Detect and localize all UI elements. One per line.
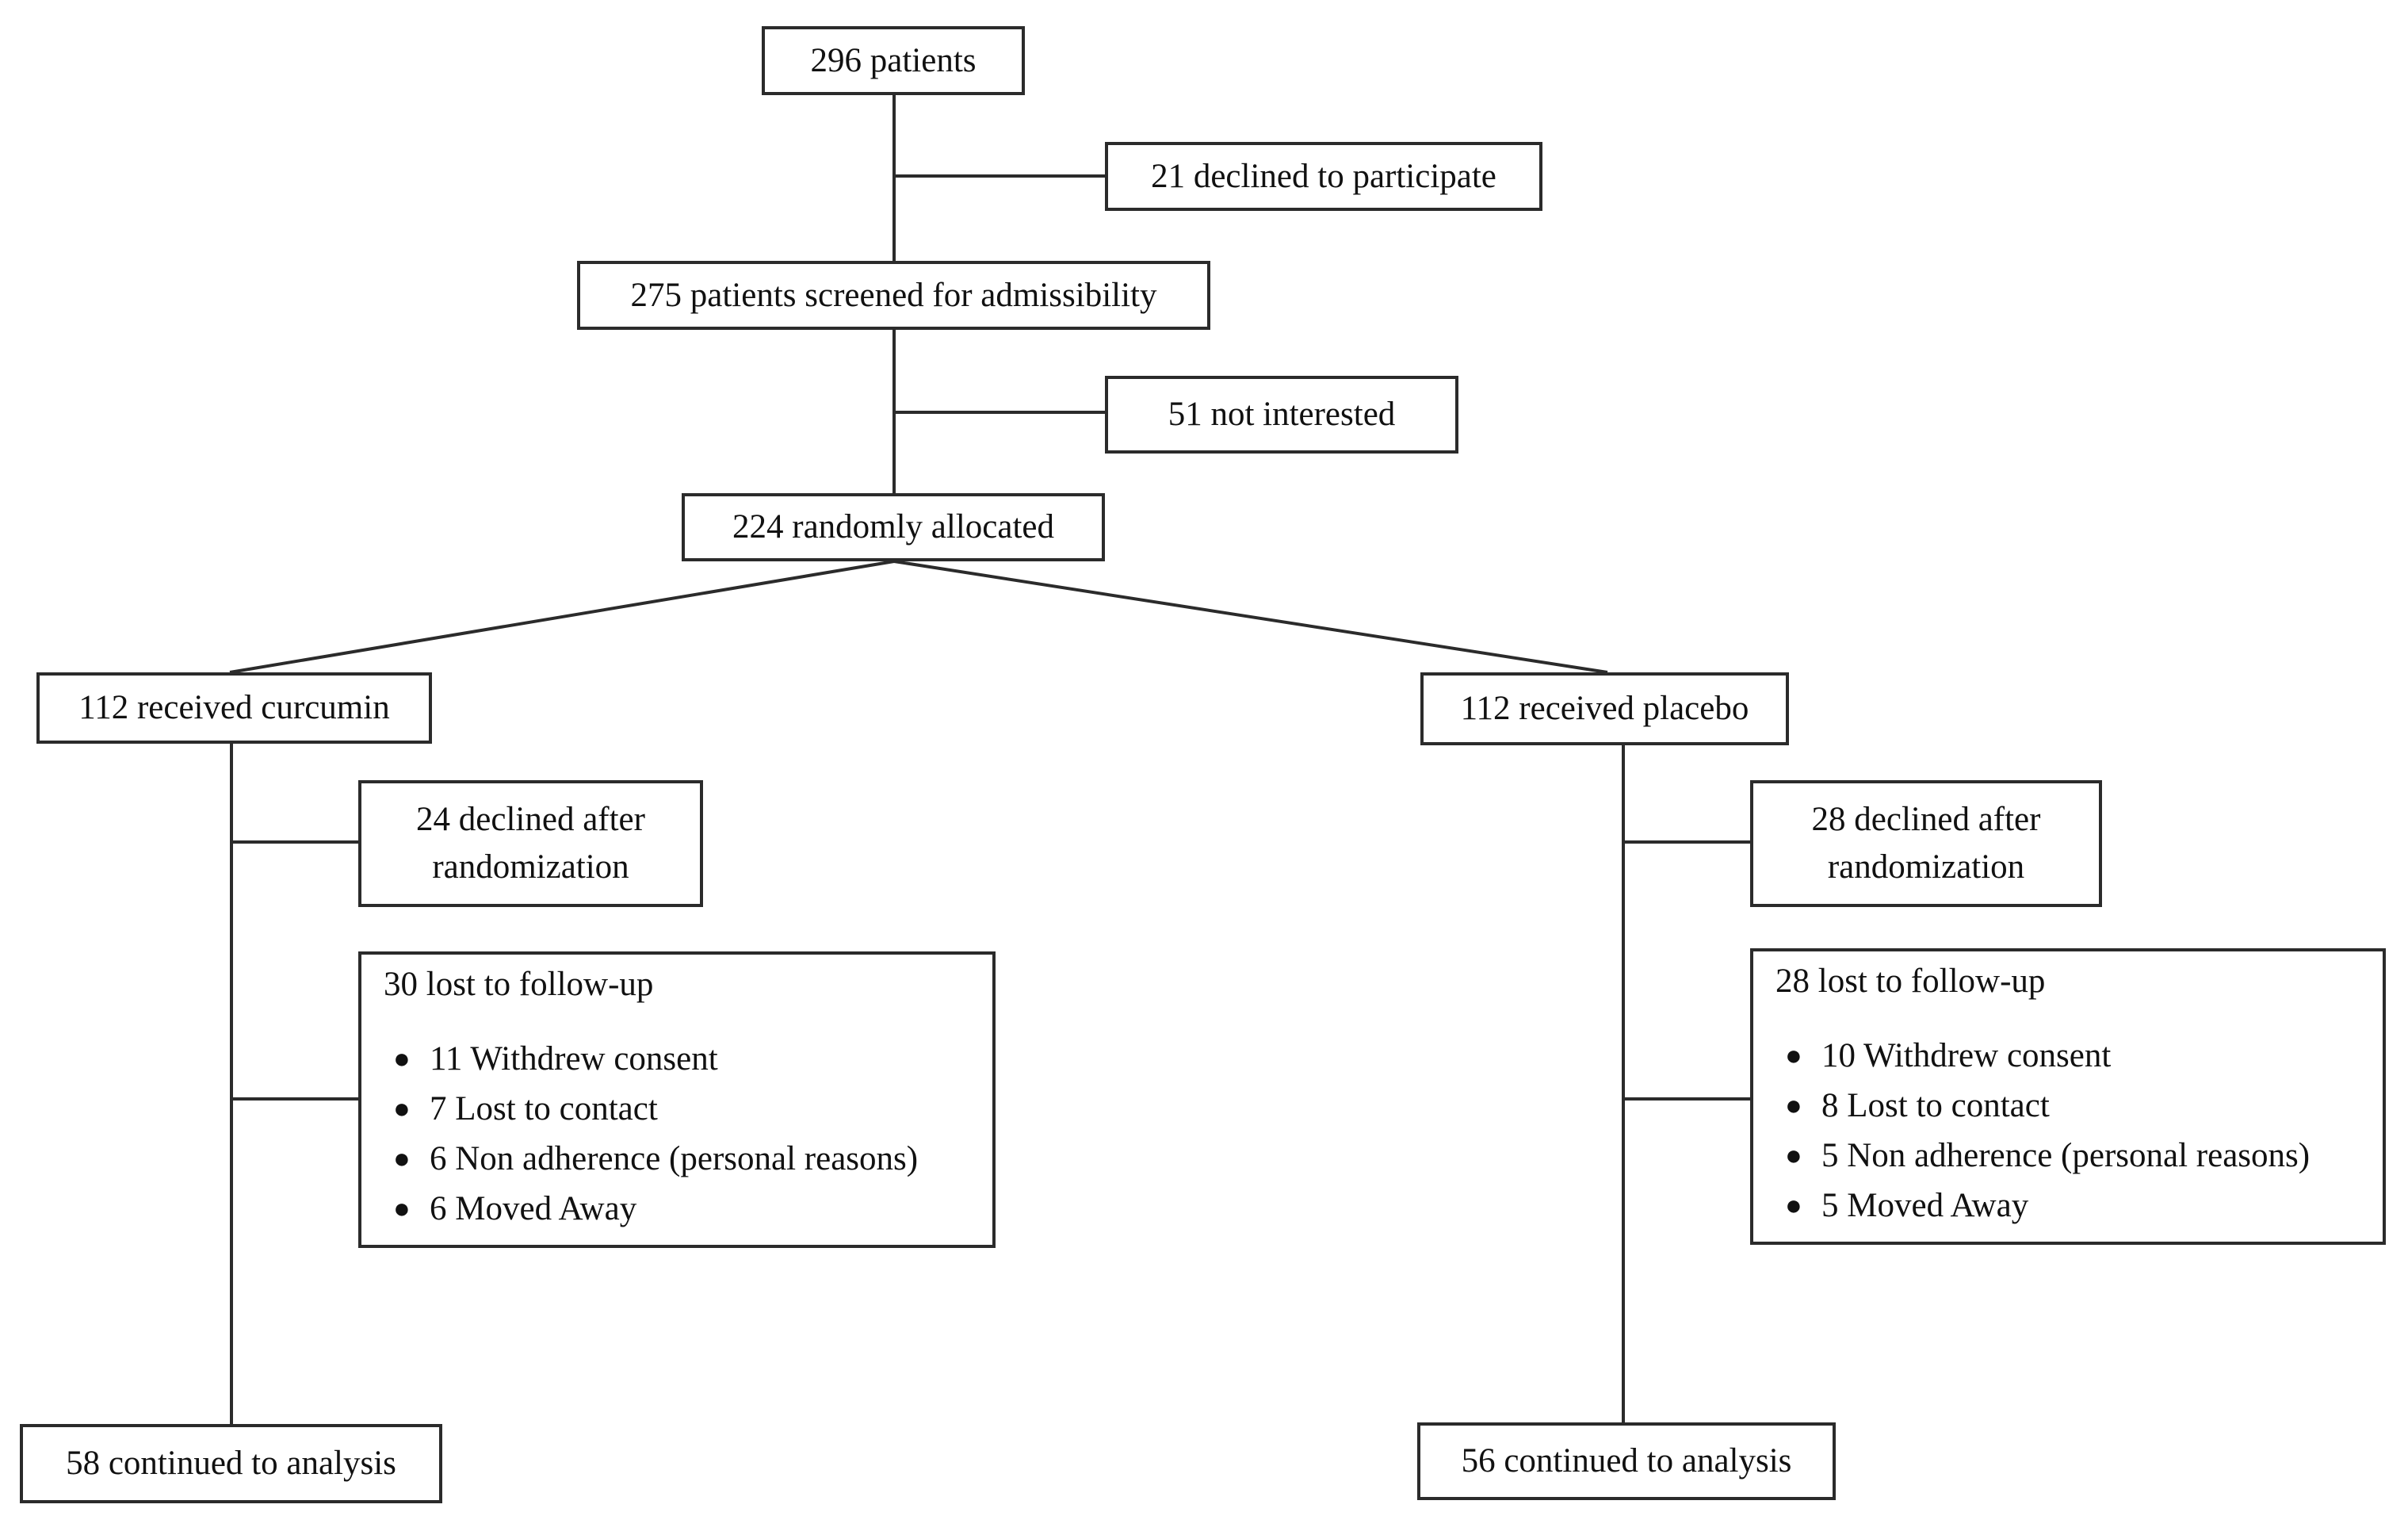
curcumin-declined-box: 24 declined after randomization bbox=[358, 780, 703, 907]
screened-label: 275 patients screened for admissibility bbox=[630, 276, 1157, 314]
curcumin-lost-list: ●11 Withdrew consent ●7 Lost to contact … bbox=[384, 1034, 992, 1234]
curcumin-analysis-label: 58 continued to analysis bbox=[66, 1445, 396, 1482]
placebo-analysis-box: 56 continued to analysis bbox=[1417, 1422, 1836, 1500]
bullet-icon: ● bbox=[393, 1043, 411, 1074]
bullet-icon: ● bbox=[393, 1093, 411, 1124]
placebo-declined-line2: randomization bbox=[1827, 848, 2025, 886]
curcumin-received-box: 112 received curcumin bbox=[36, 672, 432, 744]
list-item: ●7 Lost to contact bbox=[384, 1084, 992, 1134]
placebo-declined-line1: 28 declined after bbox=[1811, 801, 2041, 838]
curcumin-lost-box: 30 lost to follow-up ●11 Withdrew consen… bbox=[358, 951, 996, 1248]
curcumin-lost-header: 30 lost to follow-up bbox=[384, 966, 654, 1003]
total-patients-box: 296 patients bbox=[762, 26, 1025, 95]
list-item: ●6 Moved Away bbox=[384, 1184, 992, 1234]
not-interested-box: 51 not interested bbox=[1105, 376, 1458, 454]
bullet-icon: ● bbox=[1785, 1089, 1802, 1121]
list-item: ●10 Withdrew consent bbox=[1775, 1031, 2383, 1081]
list-item: ●5 Non adherence (personal reasons) bbox=[1775, 1131, 2383, 1181]
connector-allocated-to-placebo bbox=[893, 560, 1608, 674]
list-item: ●11 Withdrew consent bbox=[384, 1034, 992, 1084]
bullet-icon: ● bbox=[393, 1143, 411, 1174]
total-patients-label: 296 patients bbox=[810, 41, 977, 79]
placebo-lost-list: ●10 Withdrew consent ●8 Lost to contact … bbox=[1775, 1031, 2383, 1231]
allocated-box: 224 randomly allocated bbox=[682, 493, 1105, 561]
declined-label: 21 declined to participate bbox=[1151, 157, 1496, 195]
placebo-received-label: 112 received placebo bbox=[1460, 690, 1749, 727]
list-item: ●5 Moved Away bbox=[1775, 1181, 2383, 1231]
placebo-received-box: 112 received placebo bbox=[1420, 672, 1789, 745]
declined-box: 21 declined to participate bbox=[1105, 142, 1542, 211]
placebo-lost-box: 28 lost to follow-up ●10 Withdrew consen… bbox=[1750, 948, 2386, 1245]
placebo-declined-box: 28 declined after randomization bbox=[1750, 780, 2102, 907]
not-interested-label: 51 not interested bbox=[1168, 396, 1396, 433]
allocated-label: 224 randomly allocated bbox=[732, 508, 1054, 545]
curcumin-declined-line2: randomization bbox=[432, 848, 629, 886]
bullet-icon: ● bbox=[1785, 1139, 1802, 1171]
bullet-icon: ● bbox=[1785, 1039, 1802, 1071]
curcumin-received-label: 112 received curcumin bbox=[78, 689, 390, 726]
bullet-icon: ● bbox=[1785, 1189, 1802, 1221]
connector-allocated-to-curcumin bbox=[229, 560, 895, 674]
list-item: ●6 Non adherence (personal reasons) bbox=[384, 1134, 992, 1184]
list-item: ●8 Lost to contact bbox=[1775, 1081, 2383, 1131]
curcumin-declined-line1: 24 declined after bbox=[416, 801, 645, 838]
bullet-icon: ● bbox=[393, 1192, 411, 1224]
curcumin-analysis-box: 58 continued to analysis bbox=[20, 1424, 442, 1503]
placebo-lost-header: 28 lost to follow-up bbox=[1775, 963, 2046, 1000]
screened-box: 275 patients screened for admissibility bbox=[577, 261, 1210, 330]
placebo-analysis-label: 56 continued to analysis bbox=[1461, 1442, 1792, 1479]
